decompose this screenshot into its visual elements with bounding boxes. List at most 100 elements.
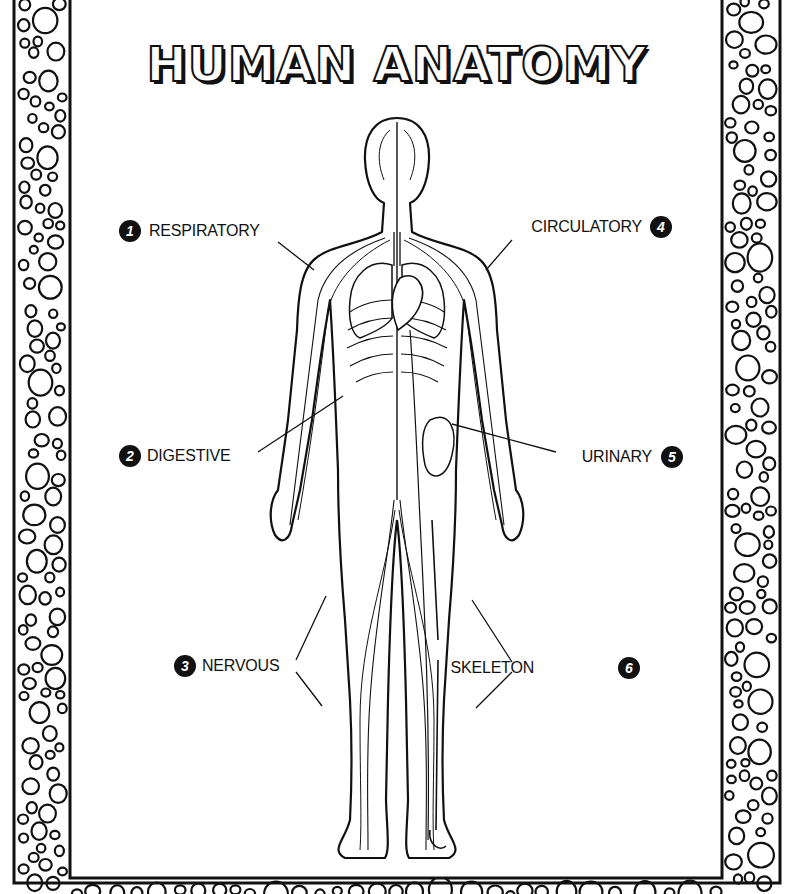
bubble — [26, 614, 36, 625]
bubble — [748, 186, 757, 196]
bubble — [58, 94, 67, 102]
callout: 1RESPIRATORY — [119, 220, 260, 242]
bubble — [756, 220, 765, 228]
bubble — [27, 550, 47, 573]
bubble — [740, 770, 750, 781]
bubble — [23, 678, 36, 689]
bubble — [28, 320, 43, 336]
bubble — [27, 802, 37, 813]
callout-number: 3 — [174, 655, 196, 677]
bubble — [764, 541, 772, 549]
bubble — [19, 834, 28, 843]
bubble — [726, 426, 747, 444]
bubble — [55, 110, 65, 122]
bubble — [20, 355, 35, 372]
bubble — [52, 125, 65, 138]
bubble — [55, 386, 64, 395]
bubble — [369, 884, 386, 894]
bubble — [757, 193, 776, 210]
bubble — [748, 800, 759, 810]
bubble — [349, 885, 364, 894]
human-figure — [271, 118, 524, 858]
bubble — [746, 420, 756, 431]
bubble — [727, 4, 740, 16]
bubble — [763, 554, 776, 567]
bubble — [506, 891, 514, 894]
bubble — [735, 533, 759, 556]
bubble — [18, 573, 27, 581]
system-label: URINARY — [582, 446, 652, 468]
bubble — [26, 411, 40, 427]
bubble — [763, 599, 777, 613]
bubble — [732, 280, 743, 291]
bubble — [741, 0, 749, 6]
bubble — [536, 886, 548, 894]
bubble — [732, 524, 741, 533]
bubble — [727, 776, 736, 784]
bubble — [728, 489, 738, 499]
bubble — [741, 218, 752, 230]
bubble — [26, 305, 37, 317]
bubble — [28, 398, 38, 408]
bubble — [757, 723, 767, 732]
bubble — [131, 887, 142, 894]
bubble — [711, 887, 722, 894]
bubble — [766, 306, 776, 318]
bubble — [21, 491, 29, 500]
bubble — [39, 253, 56, 270]
bubble — [488, 886, 503, 894]
bubble — [33, 8, 57, 33]
bubble — [48, 43, 65, 61]
bubble — [747, 297, 757, 307]
bubble — [29, 370, 53, 396]
bubble — [726, 385, 739, 396]
bubble — [665, 888, 675, 894]
bubble — [39, 123, 48, 132]
bubble — [732, 672, 742, 680]
bubble — [41, 645, 62, 665]
bubble — [46, 751, 55, 759]
callout: 3NERVOUS — [174, 655, 279, 677]
bubble — [20, 138, 33, 152]
bubble — [766, 106, 777, 115]
bubble — [22, 778, 39, 794]
bubble — [43, 219, 53, 228]
bubble — [756, 36, 777, 54]
bubble — [765, 150, 776, 160]
inner-panel — [70, 0, 722, 878]
bubble — [24, 278, 35, 289]
bubble — [57, 323, 65, 330]
bubble — [85, 885, 100, 894]
bubble — [389, 885, 402, 894]
bubble — [28, 114, 36, 123]
callout: CIRCULATORY4 — [531, 216, 672, 238]
bubble — [767, 771, 776, 781]
bubble — [43, 726, 57, 741]
bubble — [53, 439, 62, 449]
bubble — [39, 276, 62, 299]
bubble — [725, 253, 744, 272]
bubble — [726, 222, 735, 232]
bubble — [761, 171, 776, 186]
bubble — [40, 185, 50, 196]
bubble — [733, 193, 751, 213]
bubble — [53, 558, 66, 572]
callout-number: 2 — [119, 445, 141, 467]
bubble — [19, 625, 28, 634]
bubble — [26, 464, 49, 489]
bubble — [757, 590, 765, 598]
bubble — [18, 19, 29, 31]
bubble — [56, 588, 64, 597]
bubble — [725, 652, 737, 666]
bubble — [39, 859, 51, 871]
bubble — [20, 586, 36, 604]
bubble — [35, 434, 49, 446]
bubble — [727, 619, 743, 636]
bubble — [762, 814, 772, 824]
bubble — [731, 232, 747, 247]
bubble — [748, 740, 770, 764]
bubble — [726, 31, 743, 48]
bubble — [749, 690, 773, 714]
system-label: DIGESTIVE — [147, 445, 231, 467]
